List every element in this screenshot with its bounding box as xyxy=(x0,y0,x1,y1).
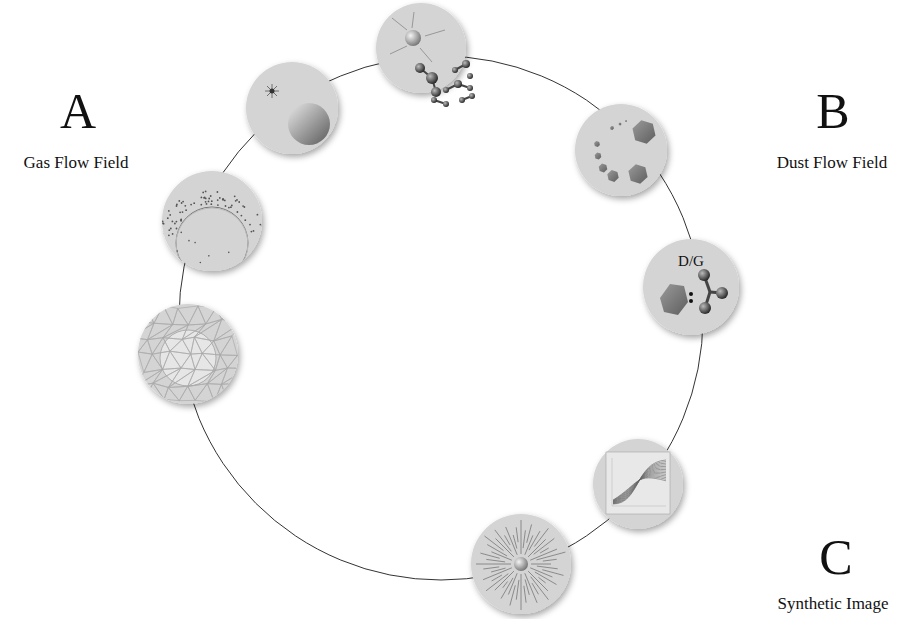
panel-caption: Gas Flow Field xyxy=(24,154,129,173)
panel-caption: Dust Flow Field xyxy=(777,154,888,173)
panel-letter: C xyxy=(819,532,852,582)
panel-caption: Synthetic Image xyxy=(778,595,889,614)
ratio-icon: D/G xyxy=(643,239,739,335)
panel-letter: B xyxy=(816,86,849,136)
panel-letter: A xyxy=(60,86,96,136)
ratio-label: D/G xyxy=(678,253,704,270)
